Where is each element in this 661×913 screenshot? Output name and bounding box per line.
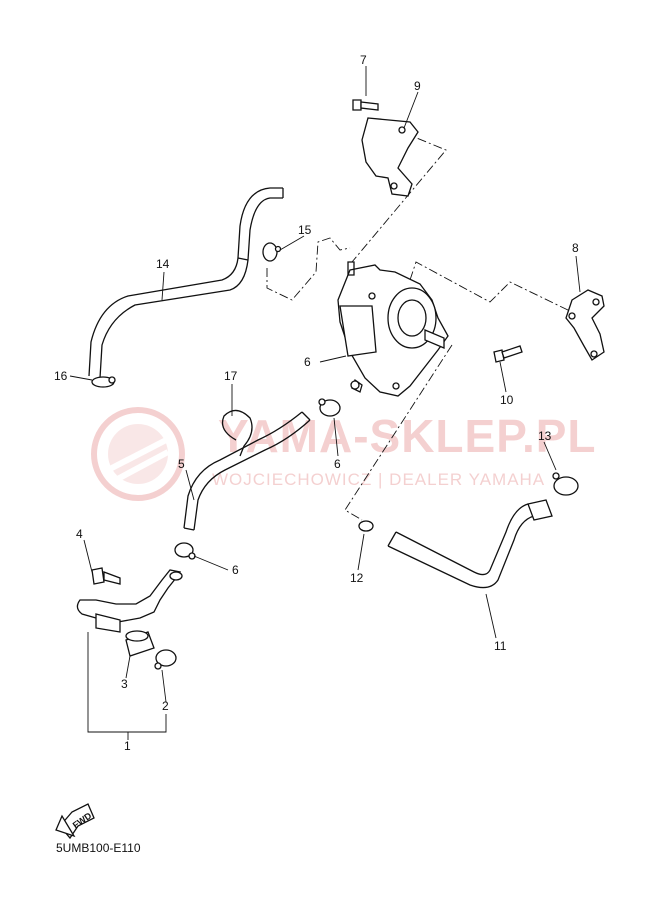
callout-13: 12 [350, 571, 364, 585]
callout-15: 14 [156, 257, 170, 271]
watermark-title: YAMA-SKLEP.PL [218, 410, 597, 462]
hose-15 [88, 187, 284, 379]
clamp-2 [154, 649, 177, 670]
clip-13 [358, 520, 374, 532]
watermark: YAMA-SKLEP.PL WOJCIECHOWICZ | DEALER YAM… [91, 407, 597, 501]
valve-7 [337, 261, 449, 397]
fwd-arrow-icon: FWD [55, 803, 95, 840]
bracket-8 [361, 117, 419, 197]
pipe-3 [125, 630, 155, 657]
callout-3: 3 [121, 677, 128, 691]
callout-6-upper: 6 [334, 457, 341, 471]
callout-8: 9 [414, 79, 421, 93]
clip-17 [91, 376, 116, 388]
callout-14: 13 [538, 429, 552, 443]
callout-1: 1 [124, 739, 131, 753]
watermark-logo [91, 407, 185, 501]
callout-10: 7 [360, 53, 367, 67]
assembly-dash-lines [266, 131, 573, 521]
ring-clip-18 [221, 409, 253, 457]
callout-6-lower: 6 [232, 563, 239, 577]
clamp-6-upper [318, 398, 341, 417]
pipe-assembly-1 [76, 569, 183, 633]
callout-labels: 7 9 15 8 14 6 16 17 10 13 6 5 4 6 12 11 … [54, 53, 579, 753]
hose-5 [183, 411, 311, 531]
callout-5: 5 [178, 457, 185, 471]
bracket-9 [565, 289, 605, 361]
callout-12: 11 [494, 639, 507, 653]
clamp-16 [262, 242, 282, 262]
clamp-6-lower [174, 542, 196, 560]
bolt-11 [493, 345, 523, 363]
clamp-14 [552, 472, 579, 496]
bolt-10 [352, 99, 379, 111]
callout-7: 6 [304, 355, 311, 369]
watermark-subtitle: WOJCIECHOWICZ | DEALER YAMAHA [212, 470, 545, 489]
bolt-4 [91, 567, 121, 585]
callout-9: 8 [572, 241, 579, 255]
callout-18: 17 [224, 369, 238, 383]
leader-lines [69, 66, 581, 740]
callout-4: 4 [76, 527, 83, 541]
callout-11: 10 [500, 393, 514, 407]
callout-17: 16 [54, 369, 68, 383]
hose-12 [387, 499, 553, 589]
diagram-code: 5UMB100-E110 [56, 841, 141, 855]
callout-16: 15 [298, 223, 312, 237]
callout-2: 2 [162, 699, 169, 713]
